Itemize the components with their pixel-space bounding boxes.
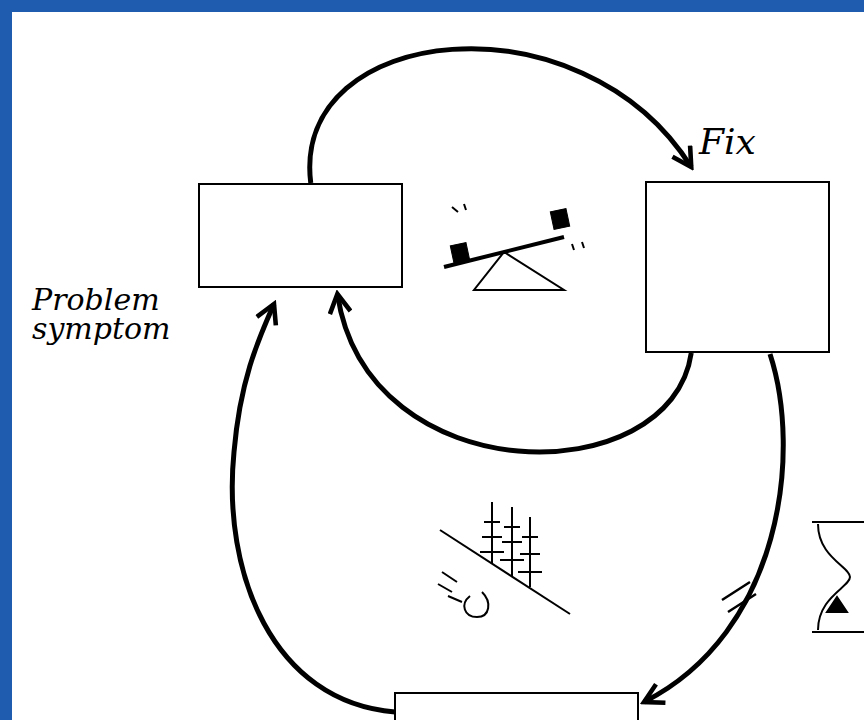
outer-loop-left xyxy=(232,304,395,712)
seesaw-symbol xyxy=(444,204,584,290)
snowball-illustration xyxy=(438,502,570,617)
loop-arrow xyxy=(310,49,691,183)
consequence-box xyxy=(395,693,638,720)
process-box: Problem symptom xyxy=(198,183,403,288)
node-label: Fix xyxy=(699,125,819,159)
node-label: Problem symptom xyxy=(32,285,172,343)
process-box: Fix xyxy=(645,181,830,353)
connector-layer xyxy=(12,12,864,720)
hourglass-symbol xyxy=(812,522,864,632)
diagram-canvas: Problem symptom Fix xyxy=(12,12,864,720)
delay-mark xyxy=(722,582,756,612)
layout-illustration xyxy=(12,12,864,720)
loop-arrow xyxy=(337,294,691,452)
